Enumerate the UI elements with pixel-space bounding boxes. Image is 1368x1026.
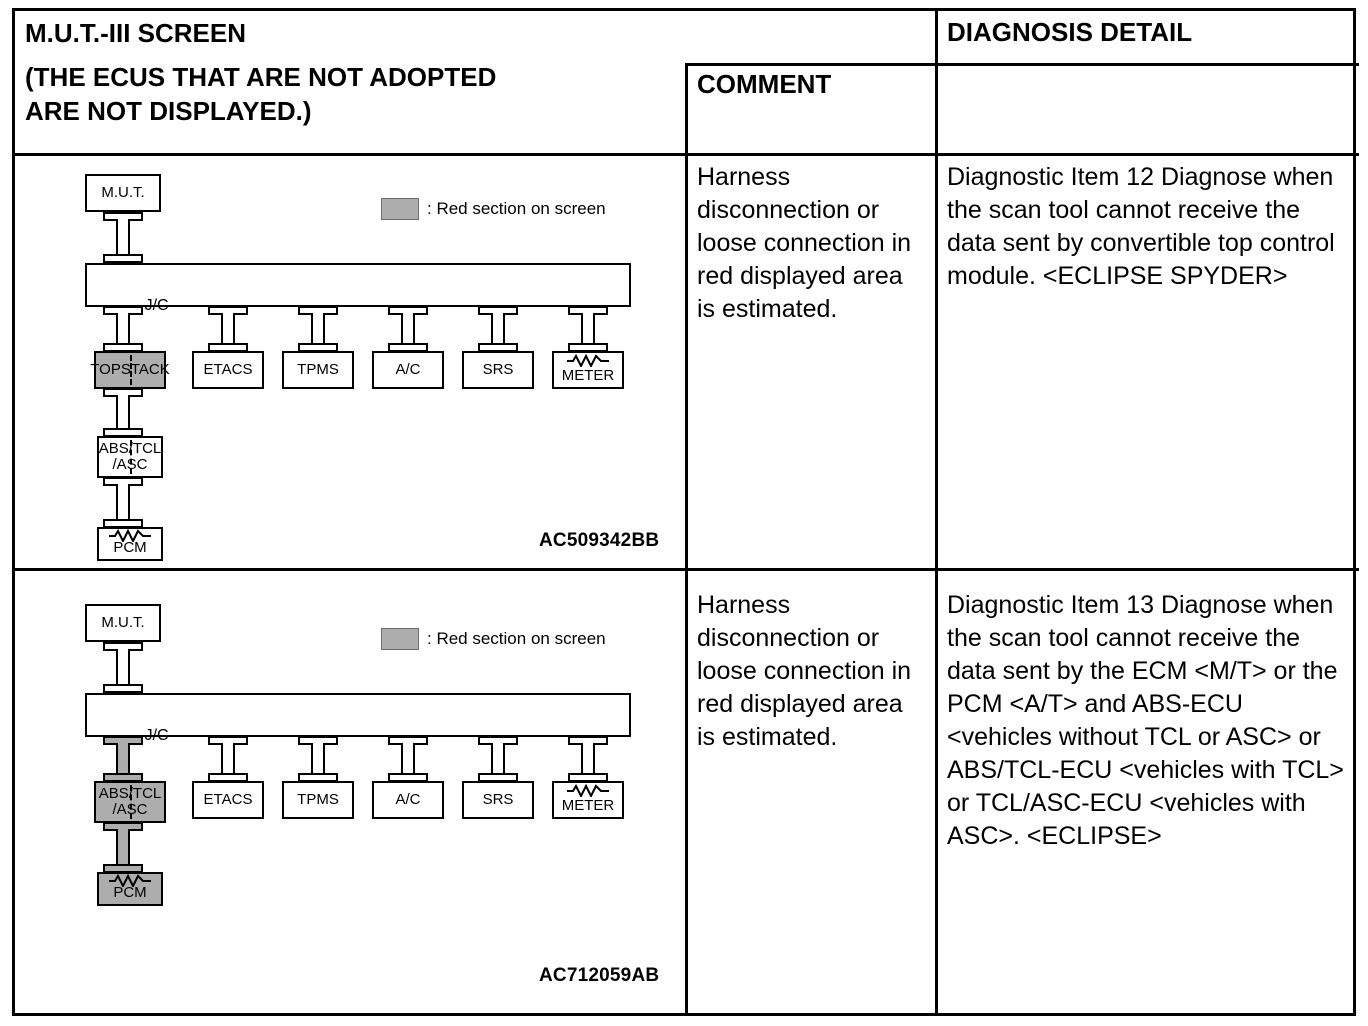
node-srs-row1: SRS [462,351,534,389]
wire-jc-to-etacs-row2 [221,743,235,774]
header-mut-line2: (THE ECUS THAT ARE NOT ADOPTED [25,61,497,92]
resistor-icon-meter-row2 [567,784,609,797]
wire-abs-to-pcm-row1 [116,484,130,520]
header-subdivider [685,63,1359,66]
header-mut-line1: M.U.T.-III SCREEN [25,18,247,48]
plate-jc-top-mut-row1 [103,254,143,263]
header-diagnosis-detail: DIAGNOSIS DETAIL [947,17,1193,47]
figure-ref-row2: AC712059AB [539,965,660,986]
wire-jc-to-ac-row2 [401,743,415,774]
node-srs-row2: SRS [462,781,534,819]
header-mut-line3: ARE NOT DISPLAYED.) [25,95,312,126]
node-splitter-topstack-row1 [130,355,132,385]
wire-jc-to-abs-row2 [116,743,130,774]
node-meter-row2: METER [552,781,624,819]
legend-label-row2: : Red section on screen [427,629,606,648]
wire-mut-to-jc-row2 [116,649,130,685]
node-mut-row1: M.U.T. [85,174,161,212]
diagnosis-table: M.U.T.-III SCREEN (THE ECUS THAT ARE NOT… [12,8,1359,1016]
resistor-icon-pcm-row2 [109,874,151,887]
node-etacs-row2: ETACS [192,781,264,819]
node-meter-row1: METER [552,351,624,389]
node-ac-row1: A/C [372,351,444,389]
legend-swatch-row1 [381,198,419,220]
wire-jc-to-etacs-row1 [221,313,235,344]
header-mut-screen: M.U.T.-III SCREEN (THE ECUS THAT ARE NOT… [25,17,675,128]
node-pcm-row1: PCM [97,527,163,561]
wire-jc-to-meter-row1 [581,313,595,344]
wire-jc-to-tpms-row1 [311,313,325,344]
node-pcm-row2: PCM [97,872,163,906]
node-topstack-row1: TOPSTACK [90,351,170,389]
figure-ref-row1: AC509342BB [539,530,660,551]
detail-cell-row2: Diagnostic Item 13 Diagnose when the sca… [947,591,1344,850]
column-divider-comment [685,63,688,1016]
node-mut-row2: M.U.T. [85,604,161,642]
node-jc-row1: J/C [85,263,631,314]
node-tpms-row2: TPMS [282,781,354,819]
node-tpms-row1: TPMS [282,351,354,389]
node-ac-row2: A/C [372,781,444,819]
wire-jc-to-ac-row1 [401,313,415,344]
plate-jc-top-mut-row2 [103,684,143,693]
detail-cell-row1: Diagnostic Item 12 Diagnose when the sca… [947,163,1335,290]
node-splitter-abs-row1 [130,440,132,474]
wire-jc-to-srs-row2 [491,743,505,774]
node-splitter-abs-row2 [130,785,132,819]
wire-topstack-to-abs-row1 [116,395,130,429]
legend-swatch-row2 [381,628,419,650]
wire-jc-to-tpms-row2 [311,743,325,774]
comment-cell-row2: Harness disconnection or loose connectio… [697,591,912,751]
resistor-icon-meter-row1 [567,354,609,367]
wire-jc-to-topstack-row1 [116,313,130,344]
header-comment: COMMENT [697,69,832,99]
node-abs-tcl-asc-row1: ABS/TCL /ASC [97,436,163,478]
wire-abs-to-pcm-row2 [116,829,130,865]
comment-cell-row1: Harness disconnection or loose connectio… [697,163,912,323]
node-jc-row2: J/C [85,693,631,744]
node-etacs-row1: ETACS [192,351,264,389]
wire-mut-to-jc-row1 [116,219,130,255]
resistor-icon-pcm-row1 [109,529,151,542]
column-divider-detail [935,11,938,1016]
wire-jc-to-srs-row1 [491,313,505,344]
legend-label-row1: : Red section on screen [427,199,606,218]
node-abs-tcl-asc-row2: ABS/TCL /ASC [94,781,166,823]
wire-jc-to-meter-row2 [581,743,595,774]
